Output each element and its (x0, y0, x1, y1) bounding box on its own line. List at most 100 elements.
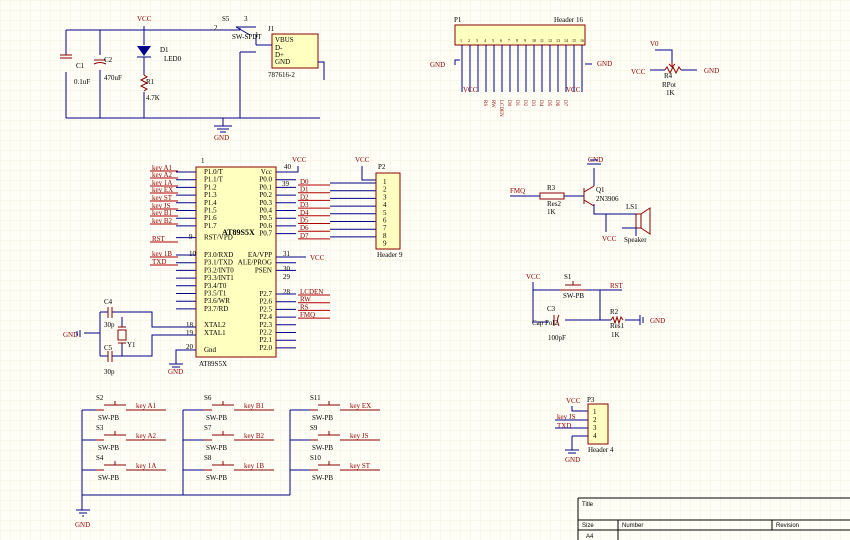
vcc-label-p1-left: VCC (463, 86, 478, 94)
mcu-right-net-label: D5 (300, 217, 309, 225)
gnd-label-crystal: GND (63, 331, 78, 339)
header16-net-label: D3 (530, 100, 535, 107)
size-label: Size (582, 523, 594, 529)
vcc-label-usb: VCC (137, 15, 152, 23)
r2-name: Res1 (610, 322, 625, 330)
header16-pin-num: 3 (476, 38, 478, 43)
switch-type: SW-PB (98, 414, 119, 422)
switch-ref: S6 (204, 394, 212, 402)
header16-pin-num: 12 (548, 38, 552, 43)
mcu-right-pin-label: PSEN (255, 266, 272, 274)
c3-value: 100pF (548, 334, 566, 342)
mcu-left-net-label: key JS (152, 202, 171, 210)
r3-name: Res2 (547, 200, 562, 208)
header16-pin-num: 13 (556, 38, 560, 43)
number-label: Number (622, 523, 643, 529)
mcu-pin30-num: 30 (283, 265, 291, 273)
gnd-label-rpot: GND (704, 67, 719, 75)
header16-pin-num: 9 (524, 38, 526, 43)
gnd-label-usb: GND (214, 134, 229, 142)
header16-net-label: D7 (562, 100, 567, 107)
mcu-right-net-label: D2 (300, 193, 309, 201)
vcc-label-reset: VCC (526, 273, 541, 281)
header4-body (587, 403, 609, 445)
mcu-left-net-label: key A1 (152, 164, 173, 172)
r2-value: 1K (611, 331, 620, 339)
mcu-right-pin-label: P2.1 (259, 336, 272, 344)
mcu-left-pin-label: P3.1/TXD (204, 259, 233, 267)
mcu-left-net-label: TXD (152, 258, 166, 266)
r1-ref: R1 (146, 78, 155, 86)
c1-value: 0.1uF (74, 78, 90, 86)
r3-body (539, 192, 565, 200)
header9-body (375, 172, 401, 250)
title-label: Title (582, 502, 594, 508)
vcc-label-p3: VCC (566, 397, 581, 405)
c4-ref: C4 (104, 298, 113, 306)
mcu-right-pin-label: P0.1 (259, 183, 272, 191)
switch-symbol (204, 401, 274, 411)
mcu-left-net-label: key B2 (152, 217, 173, 225)
header16-pin-num: 14 (564, 38, 568, 43)
mcu-left-pin-label: P3.3/INT1 (204, 274, 234, 282)
mcu-left-net-label: key B1 (152, 209, 173, 217)
header9-pin-num: 3 (383, 193, 387, 201)
mcu-left-pin-label: P1.7 (204, 222, 217, 230)
j1-pin-vbus: VBUS (275, 36, 294, 44)
mcu-right-pin-label: ALE/PROG (238, 259, 272, 267)
header16-pin-num: 11 (540, 38, 544, 43)
vcc-label-speaker: VCC (602, 235, 617, 243)
switch-symbol (204, 461, 274, 471)
r4-name: RPot (662, 81, 676, 89)
mcu-section: 1 40 39 9 31 30 29 28 18 19 20 10 AT89S5… (150, 156, 376, 376)
v0-label: V0 (650, 40, 659, 48)
mcu-ref: AT89S5X (222, 228, 255, 237)
c5-value: 30p (104, 368, 115, 376)
mcu-right-pin-label: P0.3 (259, 199, 272, 207)
c5-ref: C5 (104, 344, 113, 352)
header9-pin-num: 7 (383, 224, 387, 232)
header16-pin-num: 2 (468, 38, 470, 43)
switch-type: SW-PB (312, 474, 333, 482)
s5-type: SW-SPDT (232, 33, 262, 41)
s1-value: SW-PB (563, 292, 584, 300)
q1-ref: Q1 (596, 186, 605, 194)
switch-net-label: key B1 (244, 402, 265, 410)
gnd-label-mcu: GND (168, 368, 183, 376)
switch-symbol (310, 401, 380, 411)
mcu-left-net-label: key 1B (152, 250, 172, 258)
revision-label: Revision (776, 523, 799, 529)
mcu-pin29-num: 29 (283, 273, 291, 281)
mcu-right-net-label: LCDEN (300, 288, 323, 296)
mcu-pin9-num: 9 (189, 233, 193, 241)
s1-ref: S1 (564, 273, 572, 281)
mcu-right-pin-label: P2.3 (259, 321, 272, 329)
switch-net-label: key 1A (136, 462, 156, 470)
switch-type: SW-PB (98, 474, 119, 482)
p2-ref: P2 (378, 163, 386, 171)
mcu-right-pin-label: P2.4 (259, 313, 272, 321)
mcu-name: AT89S5X (199, 360, 227, 368)
mcu-left-pin-label: P3.5/T1 (204, 290, 227, 298)
size-value: A4 (586, 534, 594, 540)
mcu-right-net-label: D3 (300, 201, 309, 209)
c2-value: 470uF (104, 74, 122, 82)
mcu-left-pin-label: XTAL1 (204, 329, 226, 337)
header9-pin-num: 5 (383, 209, 387, 217)
vcc-label-mcu: VCC (292, 156, 307, 164)
vcc-label-p1-right: VCC (566, 86, 581, 94)
d1-value: LED0 (164, 55, 182, 63)
mcu-right-pin-label: P2.7 (259, 290, 272, 298)
header4-pin-num: 2 (593, 416, 597, 424)
